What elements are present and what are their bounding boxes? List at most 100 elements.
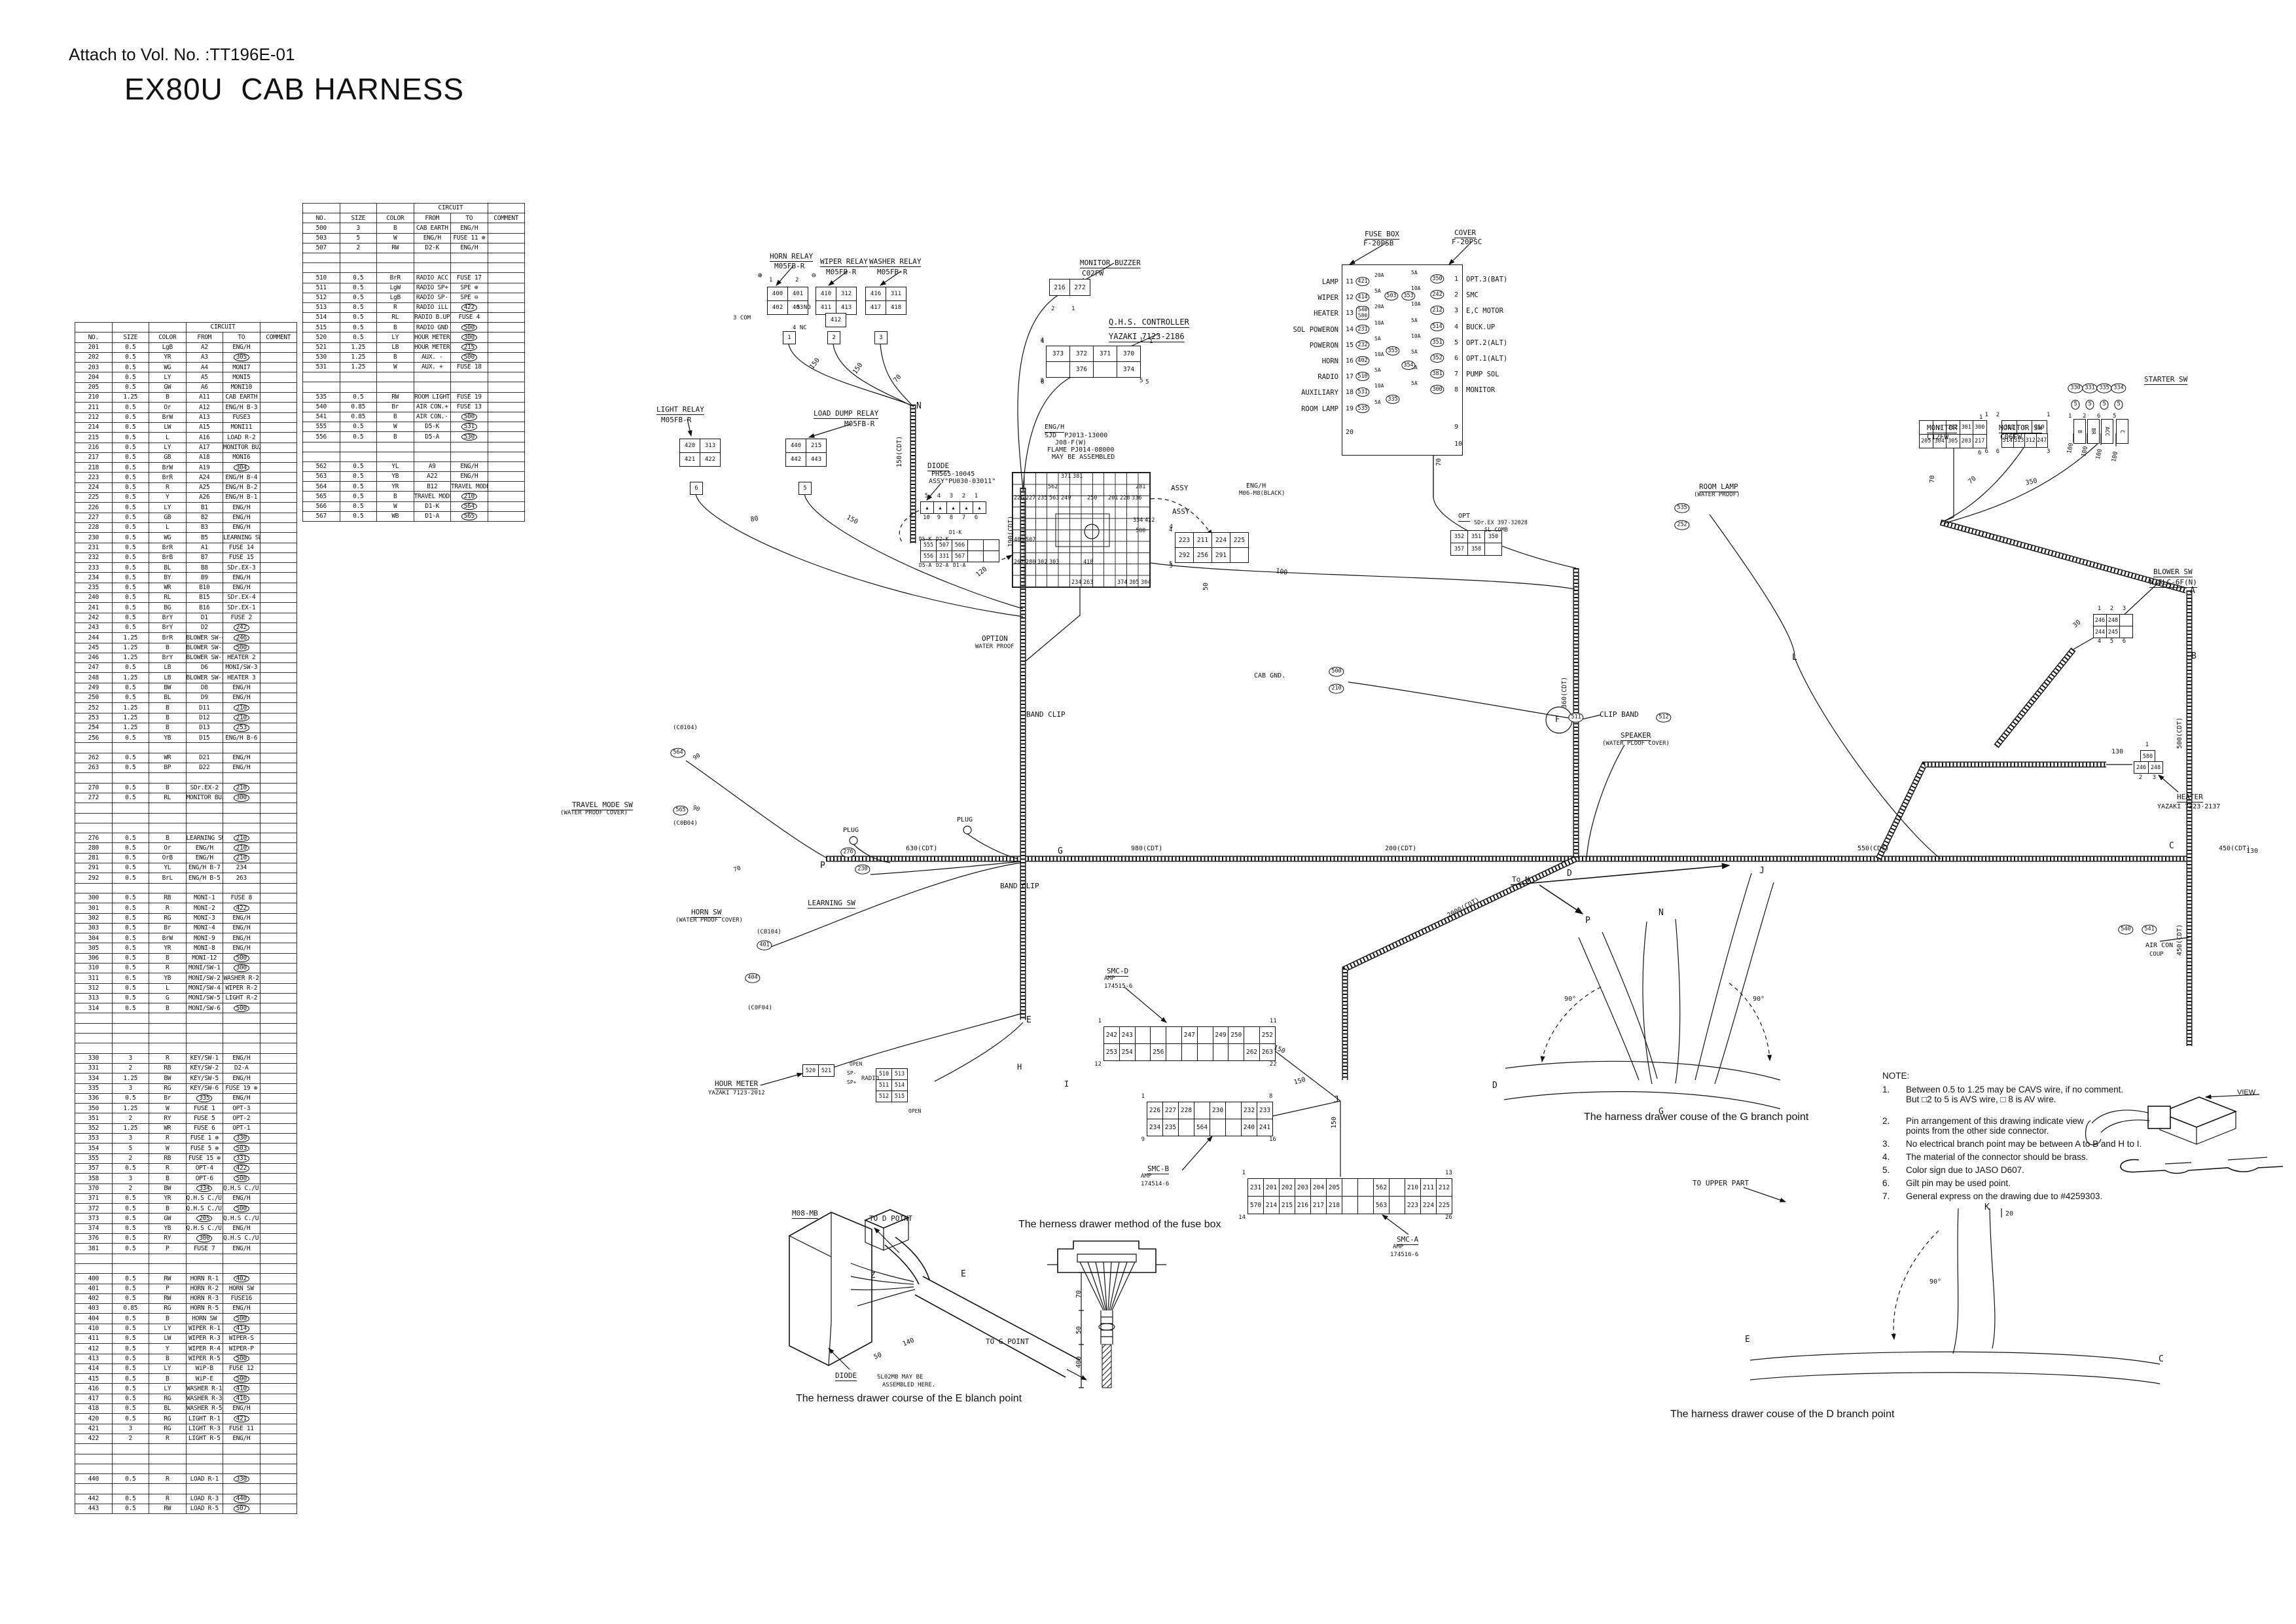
diagram-label: FLAME PJ014-08000 bbox=[1047, 446, 1115, 454]
diagram-label: 1 bbox=[1071, 306, 1075, 312]
diagram-label: PLUG bbox=[843, 827, 859, 834]
table-row bbox=[75, 1443, 297, 1454]
wire-ref: 5 bbox=[2114, 399, 2123, 410]
note-item: 5.Color sign due to JASO D607. bbox=[1882, 1165, 2024, 1175]
to-upper-part-label: TO UPPER PART bbox=[1693, 1179, 1749, 1187]
wire-ref: 334 bbox=[2111, 383, 2126, 393]
diagram-label: BLOWER SW bbox=[2153, 568, 2193, 577]
note-item: 2.Pin arrangement of this drawing indica… bbox=[1882, 1116, 2084, 1136]
diagram-label: ASSY bbox=[1172, 507, 1190, 516]
diagram-label: I bbox=[1064, 1079, 1069, 1089]
diagram-label: N-SLC-6F(N) bbox=[2149, 578, 2197, 588]
diagram-label: VIEW bbox=[2237, 1089, 2256, 1096]
diagram-label: 6 bbox=[1978, 450, 1982, 456]
diagram-label: YAZAKI 7323-2137 bbox=[2157, 803, 2221, 810]
table-row bbox=[302, 262, 525, 274]
table-row bbox=[302, 372, 525, 383]
table-row bbox=[75, 812, 297, 823]
diagram-label: P bbox=[1585, 916, 1590, 926]
diagram-label: AIR CON bbox=[2145, 942, 2174, 949]
diagram-label: 226 bbox=[1014, 495, 1024, 501]
diagram-label: 190(CDT) bbox=[1007, 515, 1014, 547]
diagram-label: OPEN bbox=[850, 1061, 863, 1067]
note-item: 7.General express on the drawing due to … bbox=[1882, 1191, 2103, 1201]
table-row bbox=[302, 252, 525, 264]
diagram-label: M05FB-R bbox=[877, 268, 908, 276]
diagram-label: WATER PROOF bbox=[975, 643, 1014, 650]
table-row bbox=[75, 822, 297, 834]
wire-ref: 5 bbox=[2100, 399, 2109, 410]
diagram-label: H bbox=[1017, 1062, 1022, 1072]
diagram-label: CAB GND. bbox=[1254, 672, 1286, 679]
diagram-label: (C0B04) bbox=[673, 820, 698, 827]
diagram-label: ENG/H bbox=[1045, 424, 1065, 433]
diagram-label: 500(CDT) bbox=[2176, 717, 2183, 749]
diagram-label: SMC-A bbox=[1397, 1235, 1419, 1245]
diagram-label: COUP bbox=[2149, 951, 2164, 958]
note-item: 3.No electrical branch point may be betw… bbox=[1882, 1139, 2142, 1149]
note-figures bbox=[2085, 1094, 2284, 1174]
diagram-label: 500 bbox=[1136, 528, 1146, 534]
diagram-label: 4 NC bbox=[793, 325, 807, 331]
diagram-label: J bbox=[1334, 1095, 1339, 1105]
diagram-label: 305 bbox=[1129, 579, 1139, 586]
diagram-label: 234 bbox=[1071, 579, 1082, 586]
diagram-label: M05FB-R bbox=[661, 416, 692, 424]
table-row bbox=[75, 882, 297, 893]
diagram-label: 360(CDT) bbox=[1561, 676, 1568, 708]
wire-ref: 511 bbox=[1568, 712, 1584, 723]
diagram-label: LOAD DUMP RELAY bbox=[814, 409, 879, 419]
diagram-label: 70 bbox=[1435, 458, 1443, 466]
connector: 311○310 bbox=[2001, 420, 2047, 435]
diagram-label: 3 COM bbox=[733, 315, 751, 321]
diagram-label: 200(CDT) bbox=[1385, 845, 1417, 852]
note-item: 4.The material of the connector should b… bbox=[1882, 1152, 2089, 1162]
wire-ref: 230 bbox=[855, 864, 870, 875]
diagram-label: 280 bbox=[1026, 559, 1036, 566]
diagram-label: 250 bbox=[1087, 495, 1098, 501]
diagram-label: C bbox=[2159, 1354, 2164, 1364]
diagram-label: J08-F(W) bbox=[1055, 439, 1087, 446]
